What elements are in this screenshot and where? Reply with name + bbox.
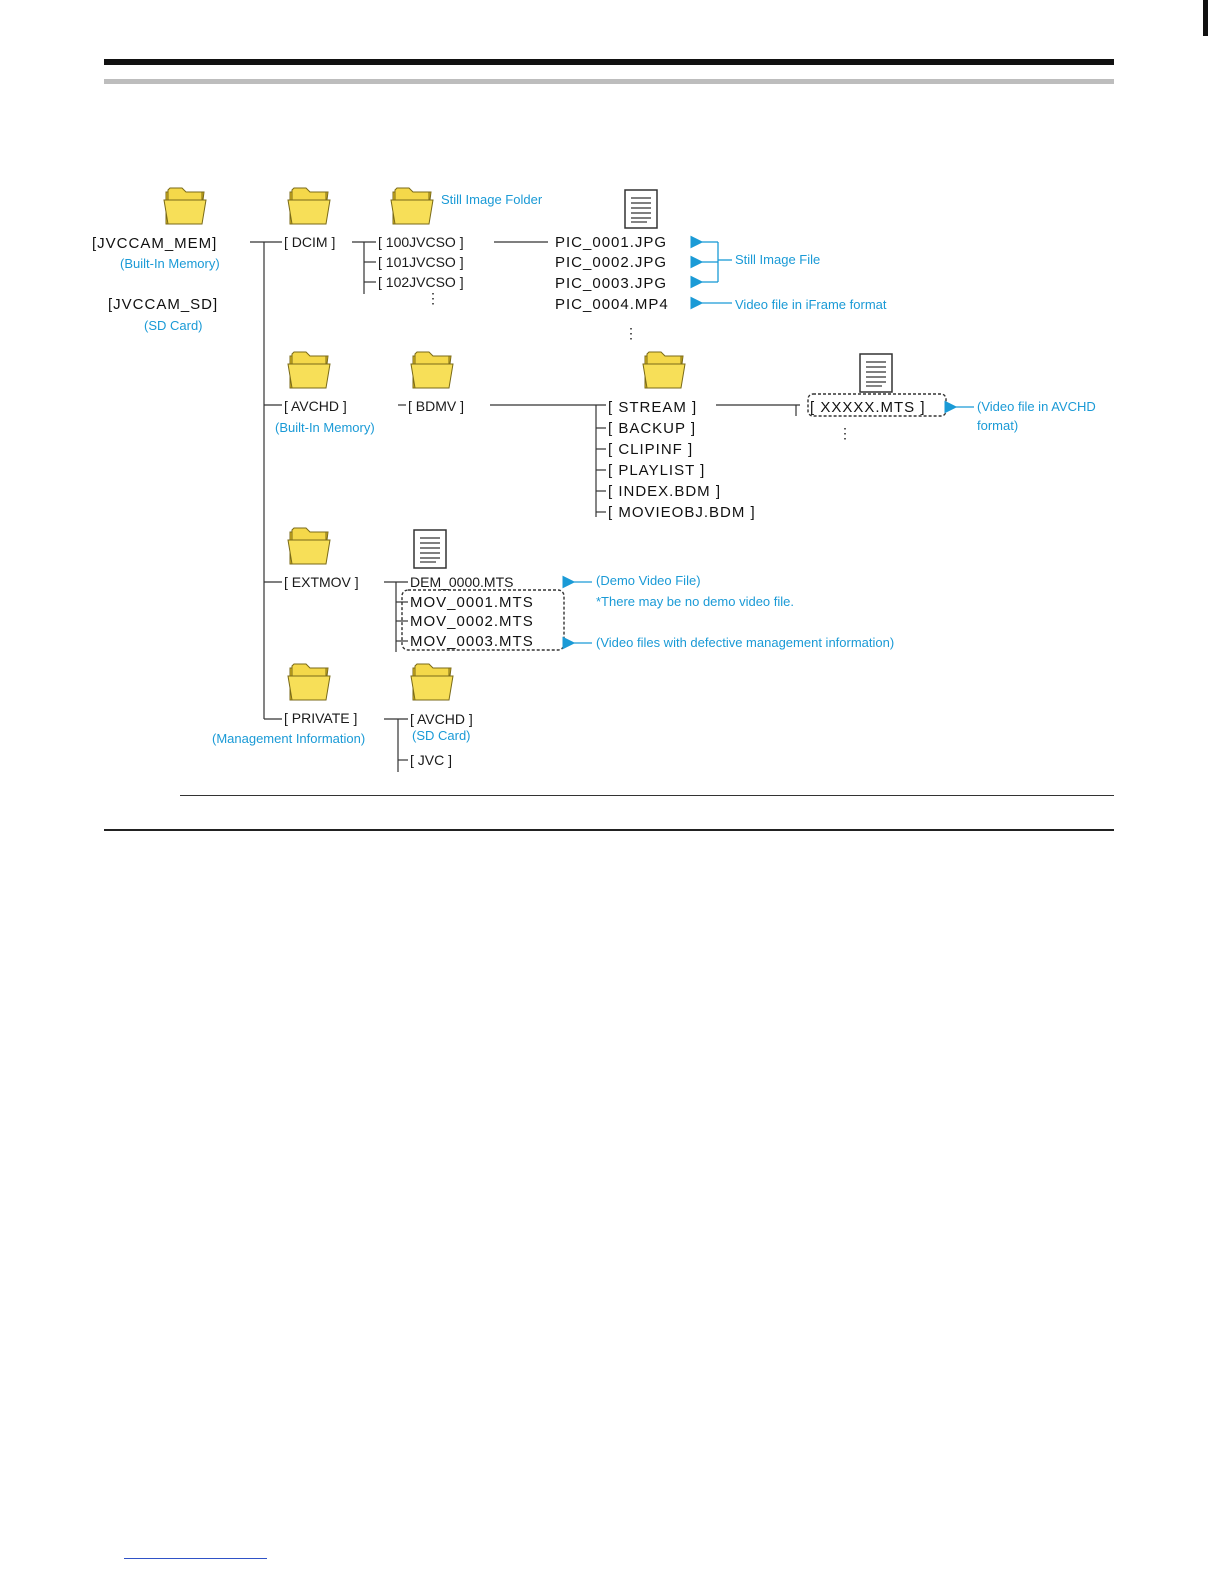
footer-link-underline[interactable] bbox=[124, 1558, 267, 1559]
bdmv-child: [ CLIPINF ] bbox=[608, 441, 693, 458]
private-avchd-note: (SD Card) bbox=[412, 728, 471, 743]
tree-lines bbox=[250, 241, 800, 772]
dcim-file: PIC_0002.JPG bbox=[555, 254, 667, 271]
private-note: (Management Information) bbox=[212, 731, 365, 746]
demo-note-2: *There may be no demo video file. bbox=[596, 594, 794, 609]
dcim-file: PIC_0004.MP4 bbox=[555, 296, 669, 313]
folder-icon bbox=[410, 351, 454, 389]
extmov-label: [ EXTMOV ] bbox=[284, 574, 359, 590]
dcim-subfolder: [ 100JVCSO ] bbox=[378, 234, 464, 250]
file-icon bbox=[624, 189, 658, 229]
folder-icon bbox=[287, 187, 331, 225]
root-sd-label: [JVCCAM_SD] bbox=[108, 296, 218, 313]
folder-icon bbox=[163, 187, 207, 225]
folder-icon bbox=[410, 663, 454, 701]
private-child: [ JVC ] bbox=[410, 752, 452, 768]
root-sd-note: (SD Card) bbox=[144, 318, 203, 333]
bdmv-child: [ PLAYLIST ] bbox=[608, 462, 705, 479]
ellipsis: ⋮ bbox=[624, 325, 638, 341]
still-folder-note: Still Image Folder bbox=[441, 192, 543, 207]
defective-files-highlight bbox=[401, 589, 565, 651]
bdmv-child: [ STREAM ] bbox=[608, 399, 697, 416]
avchd-label: [ AVCHD ] bbox=[284, 398, 347, 414]
dcim-file: PIC_0001.JPG bbox=[555, 234, 667, 251]
ellipsis: ⋮ bbox=[838, 425, 852, 441]
still-file-note: Still Image File bbox=[735, 252, 820, 267]
stream-file: [ XXXXX.MTS ] bbox=[810, 399, 926, 416]
stream-note: format) bbox=[977, 418, 1018, 433]
extmov-file: MOV_0001.MTS bbox=[410, 594, 534, 611]
folder-icon bbox=[287, 663, 331, 701]
bdmv-child: [ MOVIEOBJ.BDM ] bbox=[608, 504, 756, 521]
section-rule bbox=[180, 795, 1114, 796]
bdmv-label: [ BDMV ] bbox=[408, 398, 464, 414]
dcim-subfolder: [ 102JVCSO ] bbox=[378, 274, 464, 290]
avchd-note: (Built-In Memory) bbox=[275, 420, 375, 435]
demo-file: DEM_0000.MTS bbox=[410, 574, 513, 590]
dcim-file: PIC_0003.JPG bbox=[555, 275, 667, 292]
header-rule bbox=[104, 79, 1114, 84]
iframe-note: Video file in iFrame format bbox=[735, 297, 887, 312]
private-child: [ AVCHD ] bbox=[410, 711, 473, 727]
demo-note: (Demo Video File) bbox=[596, 573, 701, 588]
stream-note: (Video file in AVCHD bbox=[977, 399, 1096, 414]
bdmv-child: [ INDEX.BDM ] bbox=[608, 483, 721, 500]
file-icon bbox=[859, 353, 893, 393]
folder-icon bbox=[287, 351, 331, 389]
section-rule-full bbox=[104, 829, 1114, 831]
private-label: [ PRIVATE ] bbox=[284, 710, 357, 726]
dcim-label: [ DCIM ] bbox=[284, 234, 335, 250]
folder-icon bbox=[642, 351, 686, 389]
root-mem-label: [JVCCAM_MEM] bbox=[92, 235, 217, 252]
extmov-file: MOV_0003.MTS bbox=[410, 633, 534, 650]
bdmv-child: [ BACKUP ] bbox=[608, 420, 696, 437]
root-mem-note: (Built-In Memory) bbox=[120, 256, 220, 271]
page-edge-tab bbox=[1203, 0, 1208, 36]
extmov-file: MOV_0002.MTS bbox=[410, 613, 534, 630]
file-icon bbox=[413, 529, 447, 569]
folder-icon bbox=[287, 527, 331, 565]
defective-note: (Video files with defective management i… bbox=[596, 635, 894, 650]
ellipsis: ⋮ bbox=[426, 290, 440, 306]
annotation-connectors bbox=[562, 235, 974, 650]
folder-icon bbox=[390, 187, 434, 225]
dcim-subfolder: [ 101JVCSO ] bbox=[378, 254, 464, 270]
header-bar bbox=[104, 59, 1114, 65]
